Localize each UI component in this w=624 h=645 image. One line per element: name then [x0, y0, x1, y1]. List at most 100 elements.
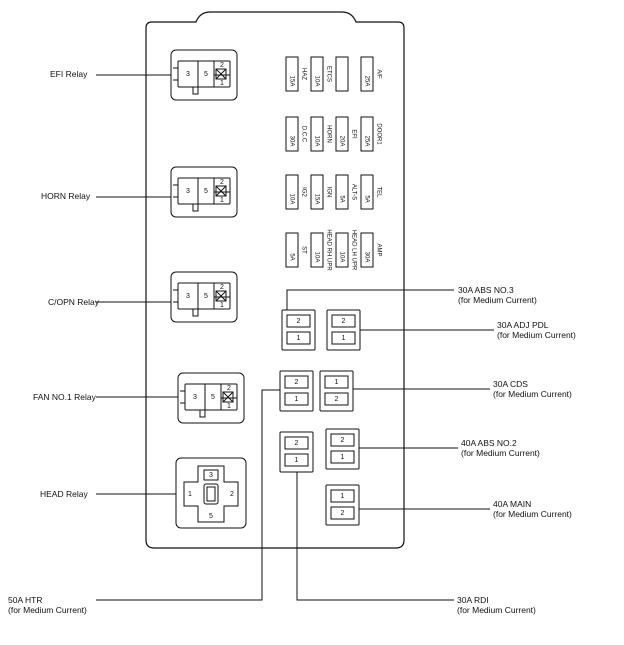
cartridge-fuse: 21 — [281, 309, 316, 351]
blade-fuse-amp: 5A — [338, 195, 344, 202]
label-abs-no3-name: 30A ABS NO.3 — [458, 285, 514, 295]
blade-fuse-name: HORN — [325, 125, 331, 143]
blade-fuse-name: HEAD RH UPR — [325, 229, 331, 271]
relay-pin-5: 5 — [211, 394, 215, 401]
relay-diode-x — [215, 185, 227, 197]
relay-body — [183, 465, 239, 523]
relay-core — [203, 483, 219, 505]
blade-fuse-name: ETCS — [325, 66, 331, 82]
blade-fuse-body — [335, 232, 349, 268]
relay-tab — [173, 67, 178, 81]
blade-fuse-amp: 30A — [288, 136, 294, 147]
cartridge-terminal — [331, 331, 356, 345]
head-pin-3: 3 — [209, 472, 213, 479]
cartridge-body — [281, 309, 316, 351]
blade-fuse-body — [360, 174, 374, 210]
relay-pin-3: 3 — [186, 293, 190, 300]
relay-latch — [199, 410, 206, 418]
cartridge-terminal — [284, 453, 309, 467]
blade-fuse-body — [310, 174, 324, 210]
blade-fuse-amp: 10A — [338, 252, 344, 263]
cartridge-terminal — [331, 314, 356, 328]
relay-pin-2: 2 — [220, 284, 224, 291]
cartridge-pin: 2 — [295, 440, 299, 447]
blade-fuse-amp: 5A — [363, 195, 369, 202]
blade-fuse-name: TEL — [375, 186, 381, 198]
blade-fuse-amp: 10A — [313, 136, 319, 147]
cartridge-pin: 1 — [335, 379, 339, 386]
relay-pin-5: 5 — [204, 188, 208, 195]
cartridge-pin: 2 — [295, 379, 299, 386]
blade-fuse-amp: 20A — [338, 136, 344, 147]
cartridge-terminal — [324, 392, 349, 406]
relay-pin-box — [203, 469, 219, 481]
head-pin-2: 2 — [230, 491, 234, 498]
relay-pin-3: 3 — [193, 394, 197, 401]
cartridge-terminal — [330, 489, 355, 503]
cartridge-terminal — [286, 314, 311, 328]
relay-outer — [170, 166, 238, 218]
cartridge-fuse: 12 — [325, 484, 360, 526]
cartridge-body — [319, 370, 354, 412]
blade-fuse-name: D.C.C — [300, 126, 306, 143]
relay-latch — [192, 204, 199, 212]
label-abs-no2: 40A ABS NO.2 (for Medium Current) — [461, 438, 540, 458]
cartridge-terminal — [330, 433, 355, 447]
cartridge-terminal — [284, 375, 309, 389]
relay-pin-1: 1 — [227, 403, 231, 410]
relay-pin-1: 1 — [220, 80, 224, 87]
relay-core-inner — [206, 486, 216, 502]
label-adj-pdl-name: 30A ADJ PDL — [497, 320, 549, 330]
label-main-note: (for Medium Current) — [493, 509, 572, 519]
relay-label-efi: EFI Relay — [50, 69, 88, 79]
relay-latch — [192, 309, 199, 317]
label-rdi: 30A RDI (for Medium Current) — [457, 595, 536, 615]
cartridge-fuse: 21 — [279, 370, 314, 412]
label-adj-pdl-note: (for Medium Current) — [497, 330, 576, 340]
label-cds: 30A CDS (for Medium Current) — [493, 379, 572, 399]
cartridge-pin: 1 — [297, 335, 301, 342]
relay-diode-box — [215, 185, 227, 197]
blade-fuse-amp: 10A — [313, 76, 319, 87]
label-htr-name: 50A HTR — [8, 595, 43, 605]
blade-fuse-body — [285, 174, 299, 210]
relay-outer — [177, 372, 245, 424]
relay-body — [184, 383, 238, 411]
relay-tab — [173, 289, 178, 303]
blade-fuse-name: HEAD LH UPR — [350, 230, 356, 271]
blade-fuse-body — [285, 116, 299, 152]
cartridge-fuse: 21 — [326, 309, 361, 351]
cartridge-pin: 2 — [342, 318, 346, 325]
leader-line — [296, 472, 454, 601]
blade-fuse-name: DOOR1 — [375, 123, 381, 145]
cartridge-pin: 1 — [341, 454, 345, 461]
cartridge-body — [279, 370, 314, 412]
blade-fuse-name: AMP — [375, 243, 381, 256]
label-rdi-name: 30A RDI — [457, 595, 489, 605]
blade-fuse-amp: 5A — [288, 253, 294, 260]
cartridge-pin: 2 — [341, 437, 345, 444]
blade-fuse-name: HAZ — [300, 68, 306, 80]
blade-fuse-body — [360, 232, 374, 268]
blade-fuse-body — [335, 174, 349, 210]
relay-pin-3: 3 — [186, 188, 190, 195]
relay-diode-x — [215, 68, 227, 80]
relay-pin-2: 2 — [220, 62, 224, 69]
blade-fuse — [335, 56, 349, 92]
blade-fuse-name: A/F — [375, 69, 381, 79]
cartridge-terminal — [324, 375, 349, 389]
cartridge-terminal — [284, 392, 309, 406]
blade-fuse-amp: 25A — [363, 76, 369, 87]
label-adj-pdl: 30A ADJ PDL (for Medium Current) — [497, 320, 576, 340]
label-main: 40A MAIN (for Medium Current) — [493, 499, 572, 519]
blade-fuse-body — [310, 232, 324, 268]
relay-pin-1: 1 — [220, 302, 224, 309]
blade-fuse-name: IGN — [325, 187, 331, 198]
